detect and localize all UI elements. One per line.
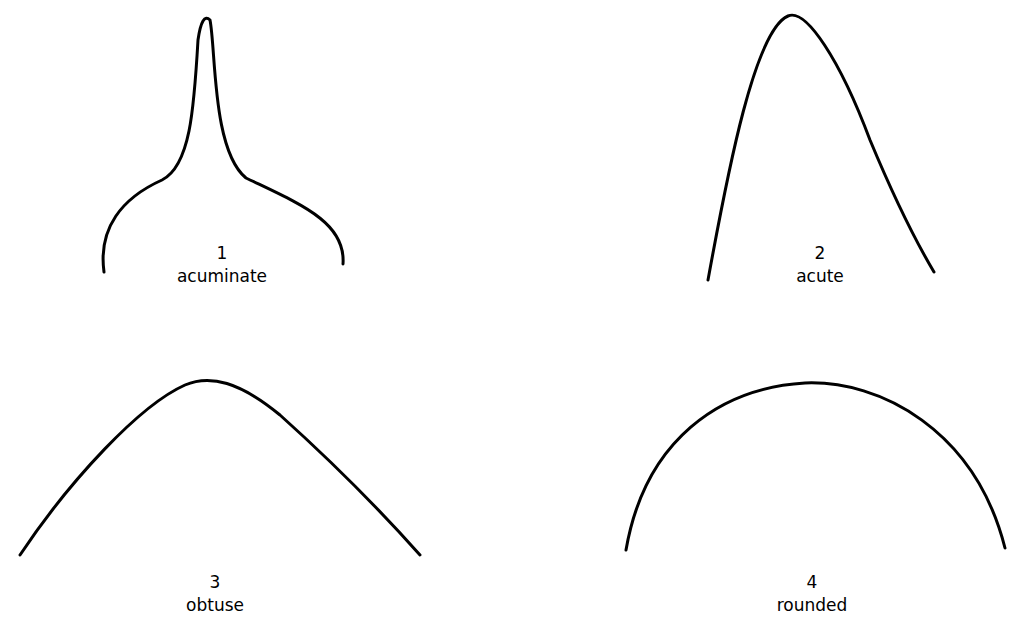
apex-name: rounded [777,595,848,615]
apex-name: obtuse [186,595,244,615]
acute-apex [708,15,934,280]
callout-number: 3 [210,572,221,592]
apex-name: acuminate [177,266,267,286]
apex-name: acute [796,266,844,286]
obtuse-apex [20,380,420,555]
rounded-apex [626,383,1005,550]
acuminate-apex [103,18,343,272]
callout-number: 4 [807,572,818,592]
callout-number: 2 [815,243,826,263]
callout-number: 1 [217,243,228,263]
